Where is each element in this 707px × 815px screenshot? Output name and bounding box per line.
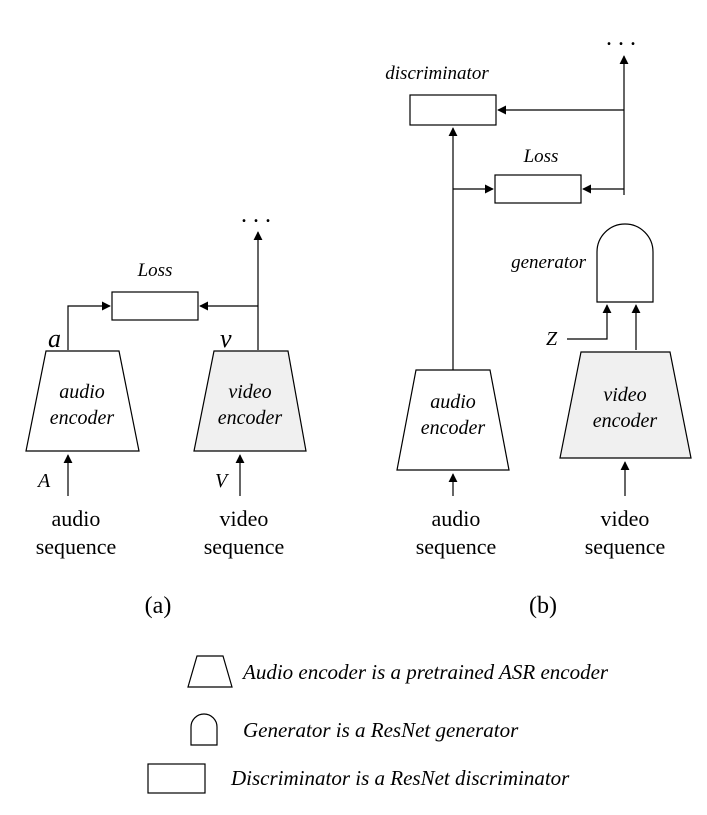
legend-text-1: Audio encoder is a pretrained ASR encode… [241,660,609,684]
discriminator-label: discriminator [385,63,489,84]
half-ellipse-icon [190,713,218,746]
video-encoder-label-b-1: video [603,384,646,406]
video-encoder-label-a-2: encoder [218,407,283,429]
video-sequence-label-a-1: video [220,506,269,531]
loss-box-b [494,174,582,204]
generator-shape [596,223,654,303]
loss-label-a: Loss [137,260,173,281]
ellipsis-a: . . . [241,202,271,228]
vector-a-label: a [48,324,61,353]
video-sequence-label-a-2: sequence [204,534,285,559]
vector-v-label: v [220,324,232,353]
legend-text-3: Discriminator is a ResNet discriminator [230,766,570,790]
video-encoder-label-a-1: video [228,381,271,403]
audio-encoder-label-b-2: encoder [421,417,486,439]
generator-label: generator [511,252,587,273]
audio-encoder-label-a-1: audio [59,381,105,403]
loss-label-b: Loss [523,146,559,167]
audio-sequence-label-b-2: sequence [416,534,497,559]
video-sequence-label-b-1: video [601,506,650,531]
video-encoder-b [559,351,692,459]
audio-encoder-label-b-1: audio [430,391,476,413]
input-V-label: V [215,470,230,492]
discriminator-box [409,94,497,126]
audio-to-loss-arrow-a [67,301,111,350]
audio-encoder-label-a-2: encoder [50,407,115,429]
video-encoder-label-b-2: encoder [593,410,658,432]
ellipsis-b: . . . [606,25,636,51]
legend-text-2: Generator is a ResNet generator [243,718,519,742]
audio-encoder-b [396,369,510,471]
caption-b: (b) [529,593,557,619]
loss-box-a [111,291,199,321]
audio-encoder-a [25,350,140,452]
rectangle-icon [147,763,206,794]
noise-Z-label: Z [546,328,558,350]
video-sequence-label-b-2: sequence [585,534,666,559]
panel-b: . . . discriminator Loss generator Z aud… [385,25,692,619]
panel-a: . . . Loss a v audio encoder video encod… [25,202,307,619]
trapezoid-icon [187,655,233,688]
legend: Audio encoder is a pretrained ASR encode… [147,655,609,794]
audio-sequence-label-a-1: audio [52,506,101,531]
audio-sequence-label-a-2: sequence [36,534,117,559]
audio-sequence-label-b-1: audio [432,506,481,531]
input-A-label: A [36,470,51,492]
caption-a: (a) [145,593,172,619]
video-encoder-a [193,350,307,452]
noise-to-generator-arrow [567,304,612,340]
